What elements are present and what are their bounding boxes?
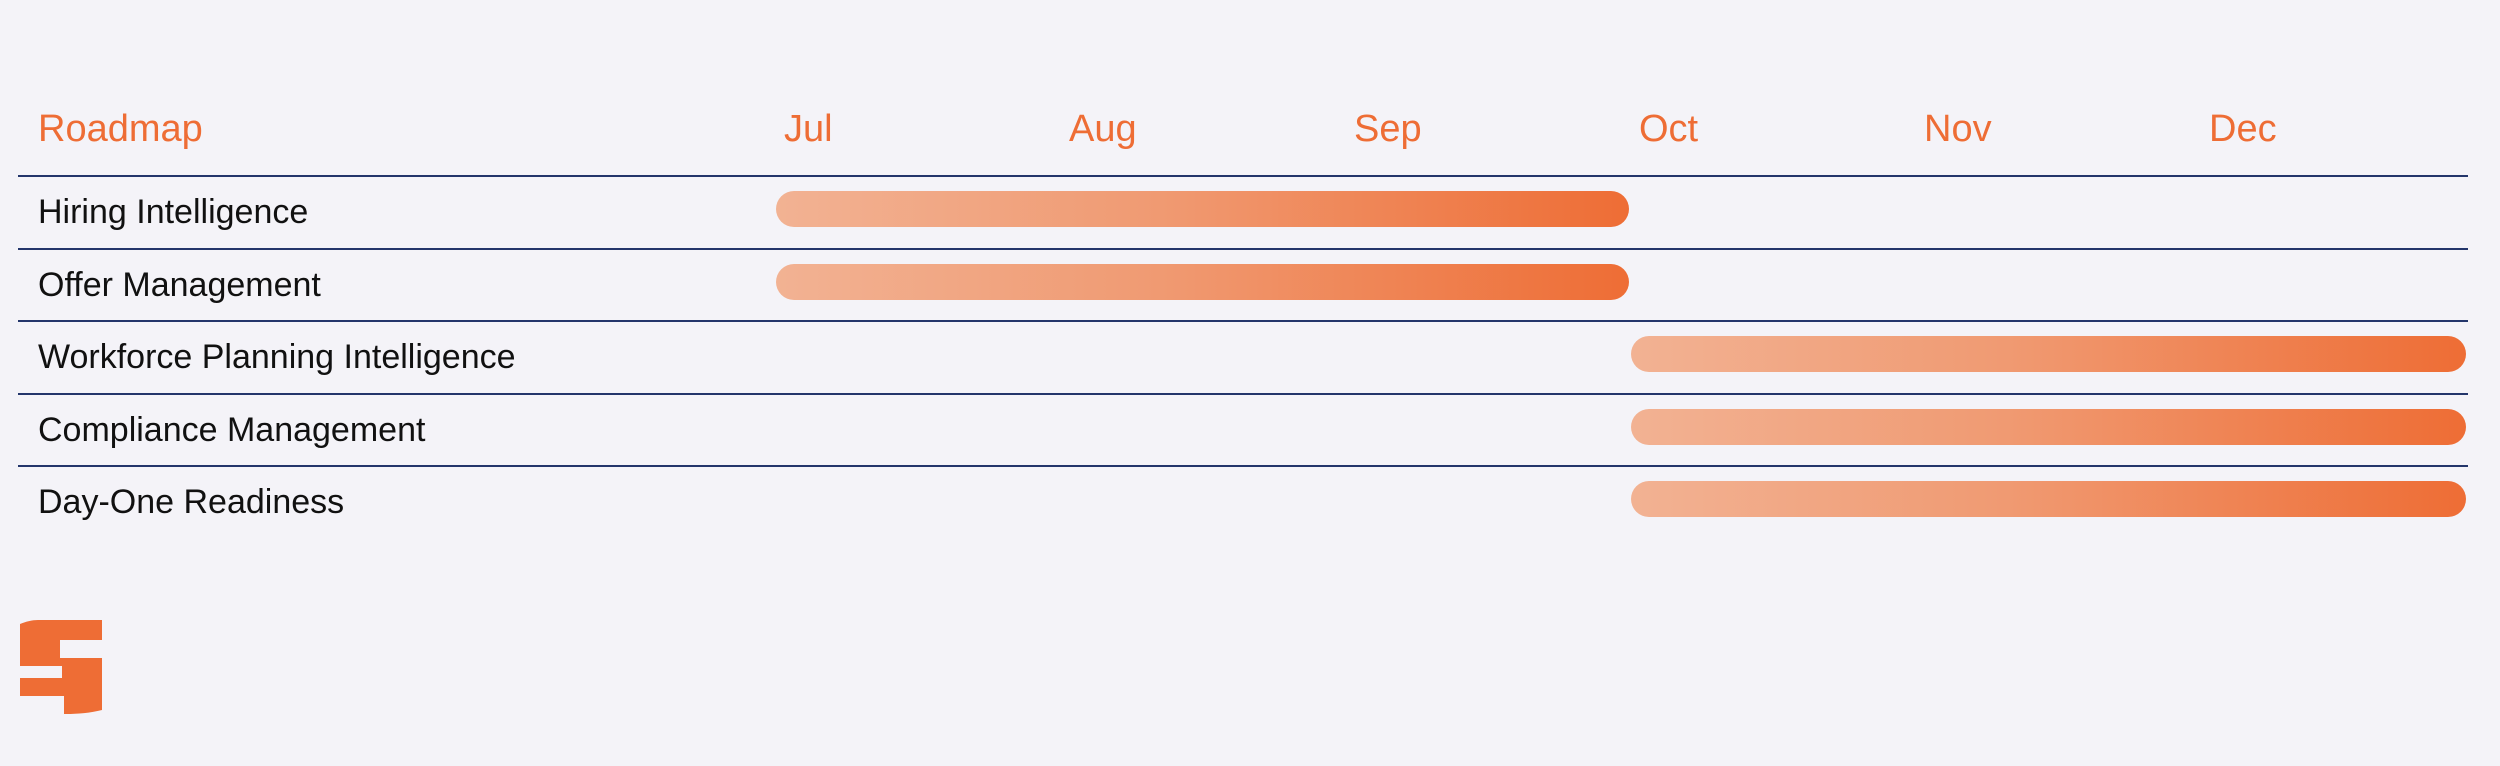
- task-row-hiring-intelligence: Hiring Intelligence: [18, 177, 2468, 249]
- task-label: Offer Management: [38, 266, 321, 304]
- month-label-dec: Dec: [2209, 108, 2277, 150]
- task-bar: [1631, 336, 2466, 372]
- month-label-sep: Sep: [1354, 108, 1422, 150]
- row-divider: [18, 320, 2468, 322]
- task-bar: [776, 191, 1629, 227]
- task-label: Day-One Readiness: [38, 483, 345, 521]
- task-label: Workforce Planning Intelligence: [38, 338, 516, 376]
- month-label-jul: Jul: [784, 108, 833, 150]
- roadmap-title: Roadmap: [38, 108, 203, 150]
- row-divider: [18, 248, 2468, 250]
- month-label-aug: Aug: [1069, 108, 1137, 150]
- task-row-compliance-management: Compliance Management: [18, 395, 2468, 467]
- month-label-oct: Oct: [1639, 108, 1699, 150]
- task-bar: [776, 264, 1629, 300]
- row-divider: [18, 465, 2468, 467]
- task-row-day-one-readiness: Day-One Readiness: [18, 467, 2468, 539]
- task-bar: [1631, 481, 2466, 517]
- roadmap-header: Roadmap Jul Aug Sep Oct Nov Dec: [18, 100, 2468, 175]
- brand-logo-icon: [20, 620, 102, 714]
- task-bar: [1631, 409, 2466, 445]
- task-row-offer-management: Offer Management: [18, 250, 2468, 322]
- month-label-nov: Nov: [1924, 108, 1992, 150]
- row-divider: [18, 393, 2468, 395]
- row-divider: [18, 175, 2468, 177]
- task-label: Compliance Management: [38, 411, 426, 449]
- task-row-workforce-planning-intelligence: Workforce Planning Intelligence: [18, 322, 2468, 394]
- task-label: Hiring Intelligence: [38, 193, 309, 231]
